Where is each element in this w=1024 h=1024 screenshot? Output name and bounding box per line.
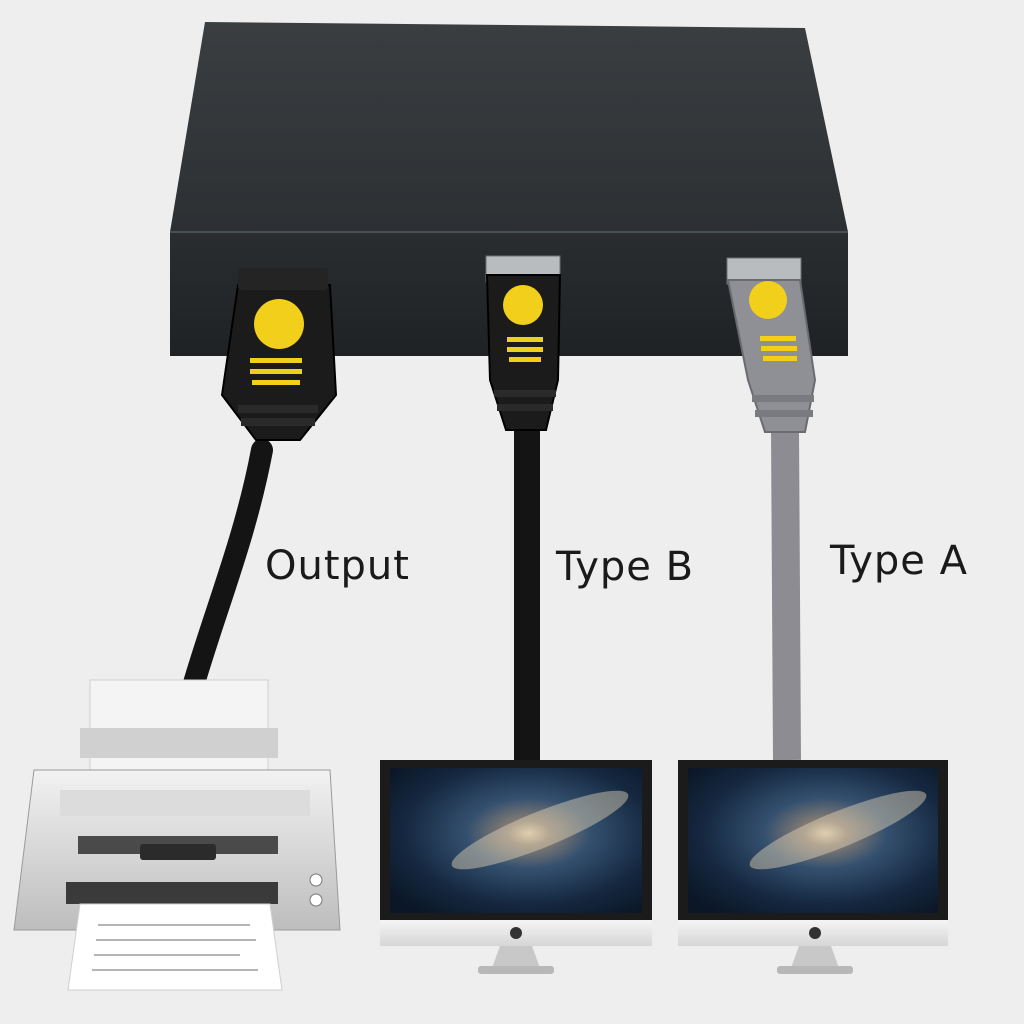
apple-logo-icon [809, 927, 821, 939]
type-a-label: Type A [830, 538, 968, 584]
type-b-cable [485, 274, 562, 760]
usb-connector-icon [726, 279, 817, 433]
usb-connector-icon [485, 274, 562, 431]
monitor-type-b [380, 760, 652, 974]
apple-logo-icon [510, 927, 522, 939]
output-label: Output [265, 543, 410, 589]
usb-connector-icon [220, 268, 338, 441]
type-b-label: Type B [556, 544, 695, 590]
monitor-type-a [678, 760, 948, 974]
type-a-cable [726, 279, 817, 761]
printer-icon [13, 679, 341, 991]
output-cable [181, 268, 338, 701]
